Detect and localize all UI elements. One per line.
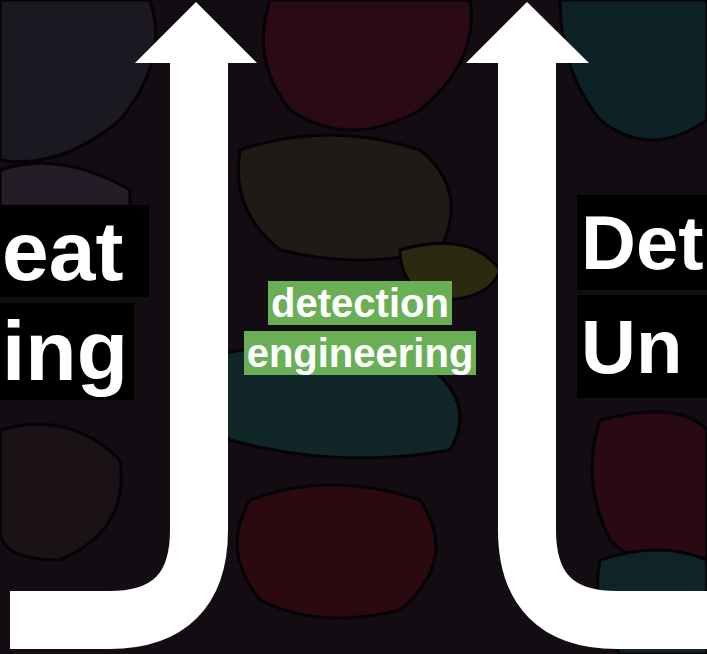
blob <box>0 0 156 162</box>
heading-fragment: eat <box>0 205 149 297</box>
blob <box>0 424 121 560</box>
arrow-head <box>466 2 589 63</box>
u-arrow-shaft <box>527 58 707 620</box>
blob <box>560 0 707 140</box>
blob <box>0 163 130 210</box>
blob <box>263 0 471 130</box>
blob <box>237 485 436 618</box>
heading-fragment: ing <box>0 303 134 400</box>
blob <box>238 135 451 260</box>
blob <box>592 412 707 567</box>
label-holder: detection engineering <box>210 278 510 378</box>
arrow-head <box>135 2 257 63</box>
heading-fragment: Det <box>577 195 707 290</box>
heading-fragment: Un <box>577 295 707 398</box>
highlight-label: detection engineering <box>244 281 477 375</box>
